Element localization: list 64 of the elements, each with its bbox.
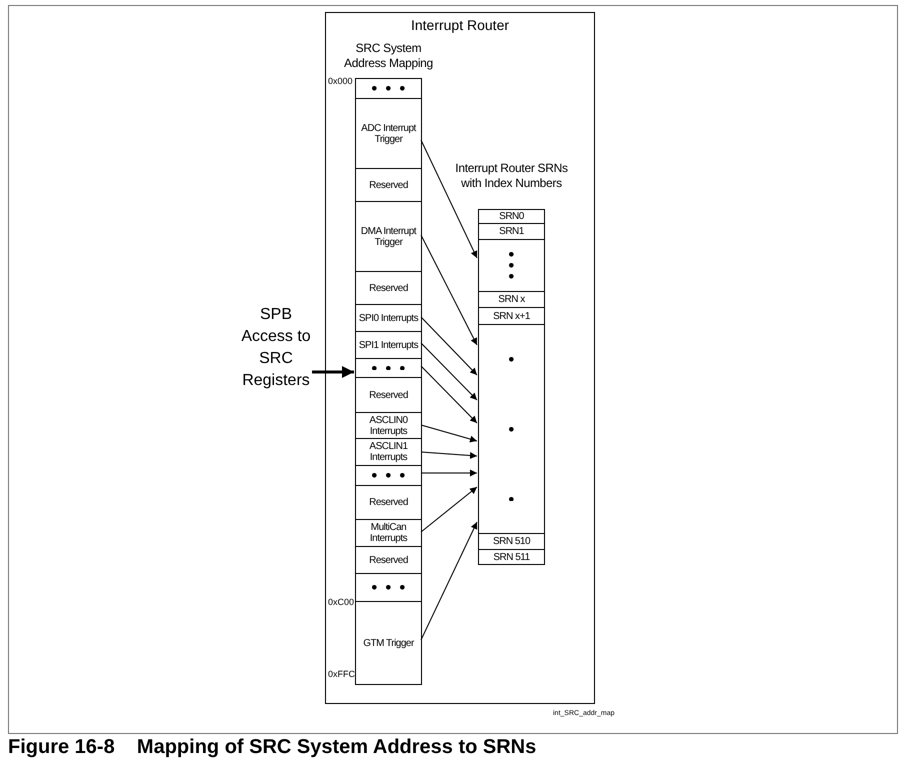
register-cell: [355, 519, 422, 547]
register-cell: [355, 601, 422, 685]
cell-label: SRN x+1: [492, 310, 531, 322]
register-cell: [355, 98, 422, 169]
cell-label: Reserved: [368, 497, 409, 508]
register-cell: [355, 485, 422, 520]
arrow: [420, 140, 478, 258]
register-cell: [478, 209, 545, 224]
arrow: [420, 366, 478, 424]
register-cell: [478, 307, 545, 325]
cell-label: ADC Interrupt Trigger: [360, 122, 418, 144]
cell-label: SRN 511: [492, 552, 531, 562]
arrow: [420, 470, 478, 476]
panel-title: Interrupt Router: [410, 17, 510, 33]
register-cell: [355, 546, 422, 574]
register-cell: [355, 573, 422, 602]
address-label: 0xFFC: [328, 669, 355, 679]
arrow: [420, 424, 478, 442]
register-cell: [478, 533, 545, 550]
register-cell: [355, 412, 422, 439]
column-heading: Interrupt Router SRNs with Index Numbers: [454, 161, 569, 191]
cell-label: ASCLIN0 Interrupts: [368, 414, 409, 436]
arrow: [420, 316, 478, 376]
cell-label: Reserved: [368, 282, 409, 294]
cell-label: SPI0 Interrupts: [358, 312, 420, 324]
cell-label: SRN0: [498, 211, 525, 222]
cell-label: Reserved: [368, 390, 409, 400]
register-cell: [355, 358, 422, 378]
register-cell: [478, 549, 545, 565]
register-cell: [478, 291, 545, 308]
register-cell: [478, 324, 545, 534]
cell-label: Reserved: [368, 180, 409, 190]
register-cell: [355, 271, 422, 305]
arrow: [420, 522, 478, 640]
register-cell: [355, 168, 422, 202]
register-cell: [355, 465, 422, 486]
arrow: [420, 452, 478, 459]
register-cell: [478, 223, 545, 240]
cell-label: Reserved: [368, 554, 409, 566]
cell-label: DMA Interrupt Trigger: [360, 226, 418, 248]
address-label: 0x000: [328, 76, 353, 86]
cell-label: SRN 510: [492, 536, 532, 547]
arrow: [420, 342, 478, 400]
cell-label: GTM Trigger: [362, 638, 416, 648]
cell-label: SPI1 Interrupts: [358, 340, 420, 350]
register-cell: [355, 304, 422, 332]
register-cell: [355, 377, 422, 413]
router-panel: [325, 12, 595, 704]
column-heading: SRC System Address Mapping: [343, 41, 434, 71]
register-cell: [355, 201, 422, 272]
cell-label: SRN x: [497, 294, 526, 305]
register-cell: [478, 239, 545, 292]
figure-caption: Figure 16-8 Mapping of SRC System Address to SRNs: [8, 736, 536, 759]
arrow: [420, 234, 478, 346]
register-cell: [355, 331, 422, 359]
cell-label: ASCLIN1 Interrupts: [368, 441, 409, 463]
register-cell: [355, 438, 422, 466]
cell-label: SRN1: [498, 226, 525, 237]
arrow: [312, 366, 354, 378]
access-note: SPB Access to SRC Registers: [240, 305, 312, 391]
address-label: 0xC00: [328, 597, 354, 607]
cell-label: MultiCan Interrupts: [368, 522, 408, 544]
arrow: [420, 486, 478, 532]
register-cell: [355, 78, 422, 99]
